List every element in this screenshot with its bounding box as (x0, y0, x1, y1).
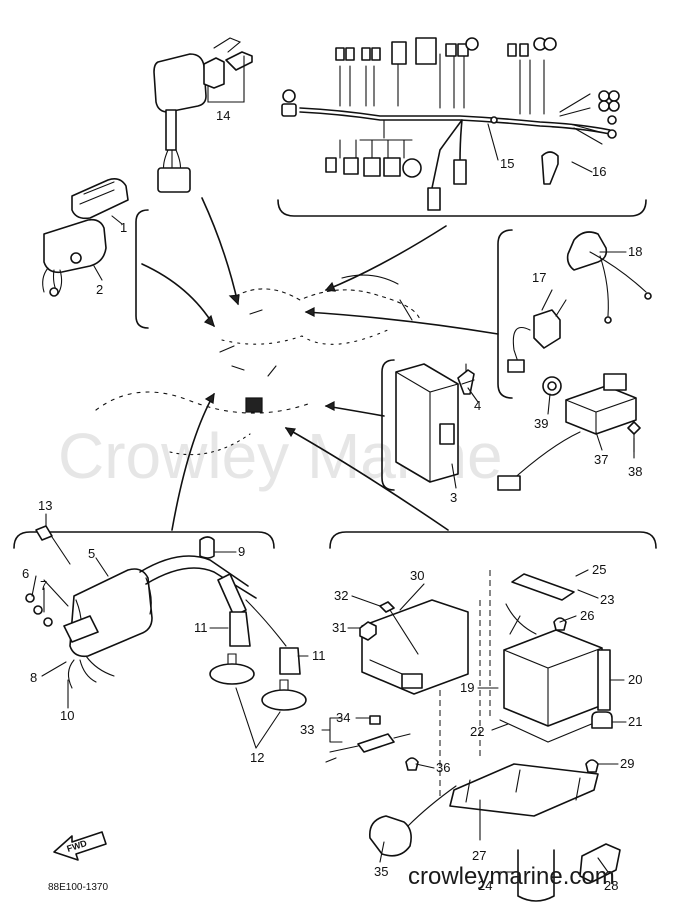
label-part-11a: 11 (194, 620, 208, 635)
label-part-13: 13 (38, 498, 52, 513)
label-part-29: 29 (620, 756, 634, 771)
label-part-31: 31 (332, 620, 346, 635)
label-part-3: 3 (450, 490, 457, 505)
label-part-6: 6 (22, 566, 29, 581)
label-part-16: 16 (592, 164, 606, 179)
label-part-17: 17 (532, 270, 546, 285)
arrow-14 (201, 197, 239, 305)
stop-switch (507, 231, 652, 373)
label-part-4: 4 (474, 398, 481, 413)
bracket-top-harness (277, 199, 647, 217)
label-part-10: 10 (60, 708, 74, 723)
starter-relay (497, 373, 641, 491)
label-part-33: 33 (300, 722, 314, 737)
connector-16 (541, 151, 559, 185)
ignition-coil (25, 525, 307, 711)
label-part-9: 9 (238, 544, 245, 559)
rectifier-regulator (395, 363, 475, 483)
engine-block-icon (245, 397, 263, 413)
label-part-14: 14 (216, 108, 230, 123)
bracket-battery (329, 531, 657, 549)
label-part-18: 18 (628, 244, 642, 259)
label-part-11b: 11 (312, 648, 326, 663)
label-part-22: 22 (470, 724, 484, 739)
label-part-32: 32 (334, 588, 348, 603)
label-part-20: 20 (628, 672, 642, 687)
switch-box (42, 178, 129, 297)
arrow-5 (171, 393, 215, 531)
arrow-17 (305, 311, 499, 335)
label-part-24: 24 (478, 878, 492, 893)
leader-lines (31, 123, 635, 873)
wire-harness (281, 37, 620, 211)
label-part-12: 12 (250, 750, 264, 765)
bracket-left-switch (135, 209, 149, 329)
label-part-37: 37 (594, 452, 608, 467)
battery-assembly (325, 570, 621, 902)
label-part-19: 19 (460, 680, 474, 695)
label-part-27: 27 (472, 848, 486, 863)
label-part-8: 8 (30, 670, 37, 685)
label-part-23: 23 (600, 592, 614, 607)
arrow-2 (141, 263, 215, 327)
arrow-15 (325, 225, 447, 291)
arrow-30 (285, 427, 449, 531)
label-part-26: 26 (580, 608, 594, 623)
label-part-5: 5 (88, 546, 95, 561)
label-part-35: 35 (374, 864, 388, 879)
part-number-labels: 1 2 3 4 5 6 7 8 9 10 11 11 12 13 14 15 1… (22, 108, 642, 893)
bracket-right-switch (497, 229, 513, 399)
bracket-regulator (381, 359, 395, 491)
main-switch (153, 37, 253, 193)
arrowheads (203, 281, 336, 438)
label-part-25: 25 (592, 562, 606, 577)
label-part-38: 38 (628, 464, 642, 479)
label-part-34: 34 (336, 710, 350, 725)
website-link[interactable]: crowleymarine.com (408, 863, 615, 890)
bracket-ignition (13, 531, 275, 549)
drawing-code: 88E100-1370 (48, 882, 108, 893)
label-part-1: 1 (120, 220, 127, 235)
engine-sketch (95, 274, 421, 456)
label-part-7: 7 (40, 578, 47, 593)
label-part-39: 39 (534, 416, 548, 431)
label-part-30: 30 (410, 568, 424, 583)
label-part-15: 15 (500, 156, 514, 171)
label-part-2: 2 (96, 282, 103, 297)
forward-arrow-icon: FWD (53, 831, 107, 861)
label-part-28: 28 (604, 878, 618, 893)
arrow-3 (325, 405, 385, 417)
label-part-21: 21 (628, 714, 642, 729)
label-part-36: 36 (436, 760, 450, 775)
